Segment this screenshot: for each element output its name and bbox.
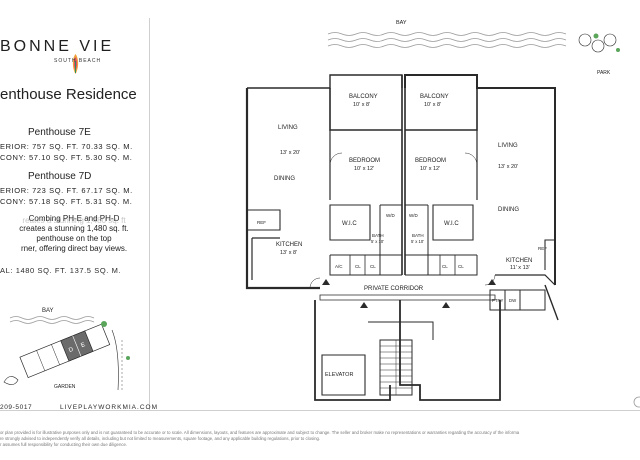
dishwasher-label: DW (509, 298, 517, 303)
balcony-right-label: BALCONY (420, 94, 449, 100)
wd-right-label: W/D (409, 213, 418, 218)
kitchen-left-label: KITCHEN (276, 242, 302, 248)
unit-7d-balcony: CONY: 57.18 SQ. FT. 5.31 SQ. M. (0, 197, 133, 206)
site-tree (101, 321, 107, 327)
bath-right-label: BATH (412, 233, 424, 238)
combination-description: reates a stunning 1,480 sq. ft Combing P… (0, 214, 148, 254)
surfboard-leaf-icon (72, 54, 79, 74)
park-leaves (593, 33, 620, 52)
wic-left-label: W.I.C (342, 221, 357, 227)
brand-location: SOUTH BEACH (54, 58, 102, 64)
elevator-label: ELEVATOR (325, 372, 353, 378)
bedroom-right-dim: 10' x 12' (420, 166, 440, 172)
closet-label: CL (355, 264, 361, 269)
unit-7e-balcony: CONY: 57.10 SQ. FT. 5.30 SQ. M. (0, 153, 133, 162)
living-left-label: LIVING (278, 125, 298, 131)
walls (245, 74, 559, 401)
bay-label: BAY (396, 20, 407, 26)
dining-left-label: DINING (274, 176, 295, 182)
bath-left-dim: 5' x 10' (371, 239, 384, 244)
ref-left-label: REF (257, 220, 266, 225)
closet-label: CL (442, 264, 448, 269)
description-ghost-line: reates a stunning 1,480 sq. ft (22, 216, 126, 225)
website-link[interactable]: LIVEPLAYWORKMIA.COM (60, 404, 158, 411)
park-label: PARK (597, 70, 611, 76)
balcony-left-label: BALCONY (349, 94, 378, 100)
description-line-1: creates a stunning 1,480 sq. ft. (19, 224, 129, 233)
brand-name: BONNE VIE (0, 38, 115, 55)
footer-divider (0, 410, 640, 411)
closet-label: CL (458, 264, 464, 269)
corridor-label: PRIVATE CORRIDOR (364, 286, 424, 292)
bedroom-right-label: BEDROOM (415, 158, 446, 164)
park-trees (578, 33, 617, 53)
balcony-right-dim: 10' x 8' (424, 102, 441, 108)
bay-waves (327, 32, 567, 48)
unit-7e-interior: ERIOR: 757 SQ. FT. 70.33 SQ. M. (0, 142, 133, 151)
site-unit-d: D (68, 347, 75, 354)
total-area: AL: 1480 SQ. FT. 137.5 SQ. M. (0, 266, 122, 275)
dining-right-label: DINING (498, 207, 519, 213)
floor-plan: BAY PARK (245, 20, 620, 401)
page-title: enthouse Residence (0, 86, 137, 103)
ac-label: A/C (335, 264, 343, 269)
unit-name-7e: Penthouse 7E (28, 127, 91, 138)
phone-number: 209-5017 (0, 404, 33, 411)
disclaimer-line-2: re strongly advised to independently ver… (0, 436, 321, 441)
site-plan-map: BAY D E GARDEN (3, 308, 130, 392)
wd-left-label: W/D (386, 213, 395, 218)
bath-right-dim: 5' x 10' (411, 239, 424, 244)
kitchen-right-dim: 11' x 13' (510, 265, 530, 271)
kitchen-left-dim: 13' x 8' (280, 250, 297, 256)
unit-name-7d: Penthouse 7D (28, 171, 92, 182)
page-corner-icon (633, 396, 640, 408)
disclaimer-line-1: or plan provided is for illustrative pur… (0, 430, 520, 435)
unit-7d-interior: ERIOR: 723 SQ. FT. 67.17 SQ. M. (0, 186, 133, 195)
site-bay-label: BAY (42, 308, 54, 314)
bedroom-left-dim: 10' x 12' (354, 166, 374, 172)
description-line-3: rner, offering direct bay views. (20, 244, 128, 253)
site-pool (3, 376, 19, 385)
living-left-dim: 13' x 20' (280, 150, 300, 156)
pantry-label: PTRY (492, 298, 504, 303)
disclaimer: or plan provided is for illustrative pur… (0, 430, 640, 448)
site-garden-label: GARDEN (54, 384, 76, 390)
site-tree (126, 356, 130, 360)
site-unit-e: E (80, 342, 86, 349)
column-divider (149, 18, 150, 410)
ref-right-label: REF (538, 246, 547, 251)
combining-line: Combing PH-E and PH-D (28, 214, 120, 223)
kitchen-right-label: KITCHEN (506, 258, 532, 264)
site-wave-1 (9, 316, 95, 320)
site-road (111, 329, 119, 391)
description-line-2: penthouse on the top (36, 234, 112, 243)
disclaimer-line-3: r assumes full responsibility for conduc… (0, 442, 128, 447)
bedroom-left-label: BEDROOM (349, 158, 380, 164)
closet-label: CL (370, 264, 376, 269)
site-wave-2 (9, 320, 95, 324)
living-right-label: LIVING (498, 143, 518, 149)
wic-right-label: W.I.C (444, 221, 459, 227)
bath-left-label: BATH (372, 233, 384, 238)
stairs (380, 340, 412, 395)
entry-arrows (322, 279, 496, 308)
balcony-left-dim: 10' x 8' (353, 102, 370, 108)
living-right-dim: 13' x 20' (498, 164, 518, 170)
site-building: D E (19, 323, 111, 379)
